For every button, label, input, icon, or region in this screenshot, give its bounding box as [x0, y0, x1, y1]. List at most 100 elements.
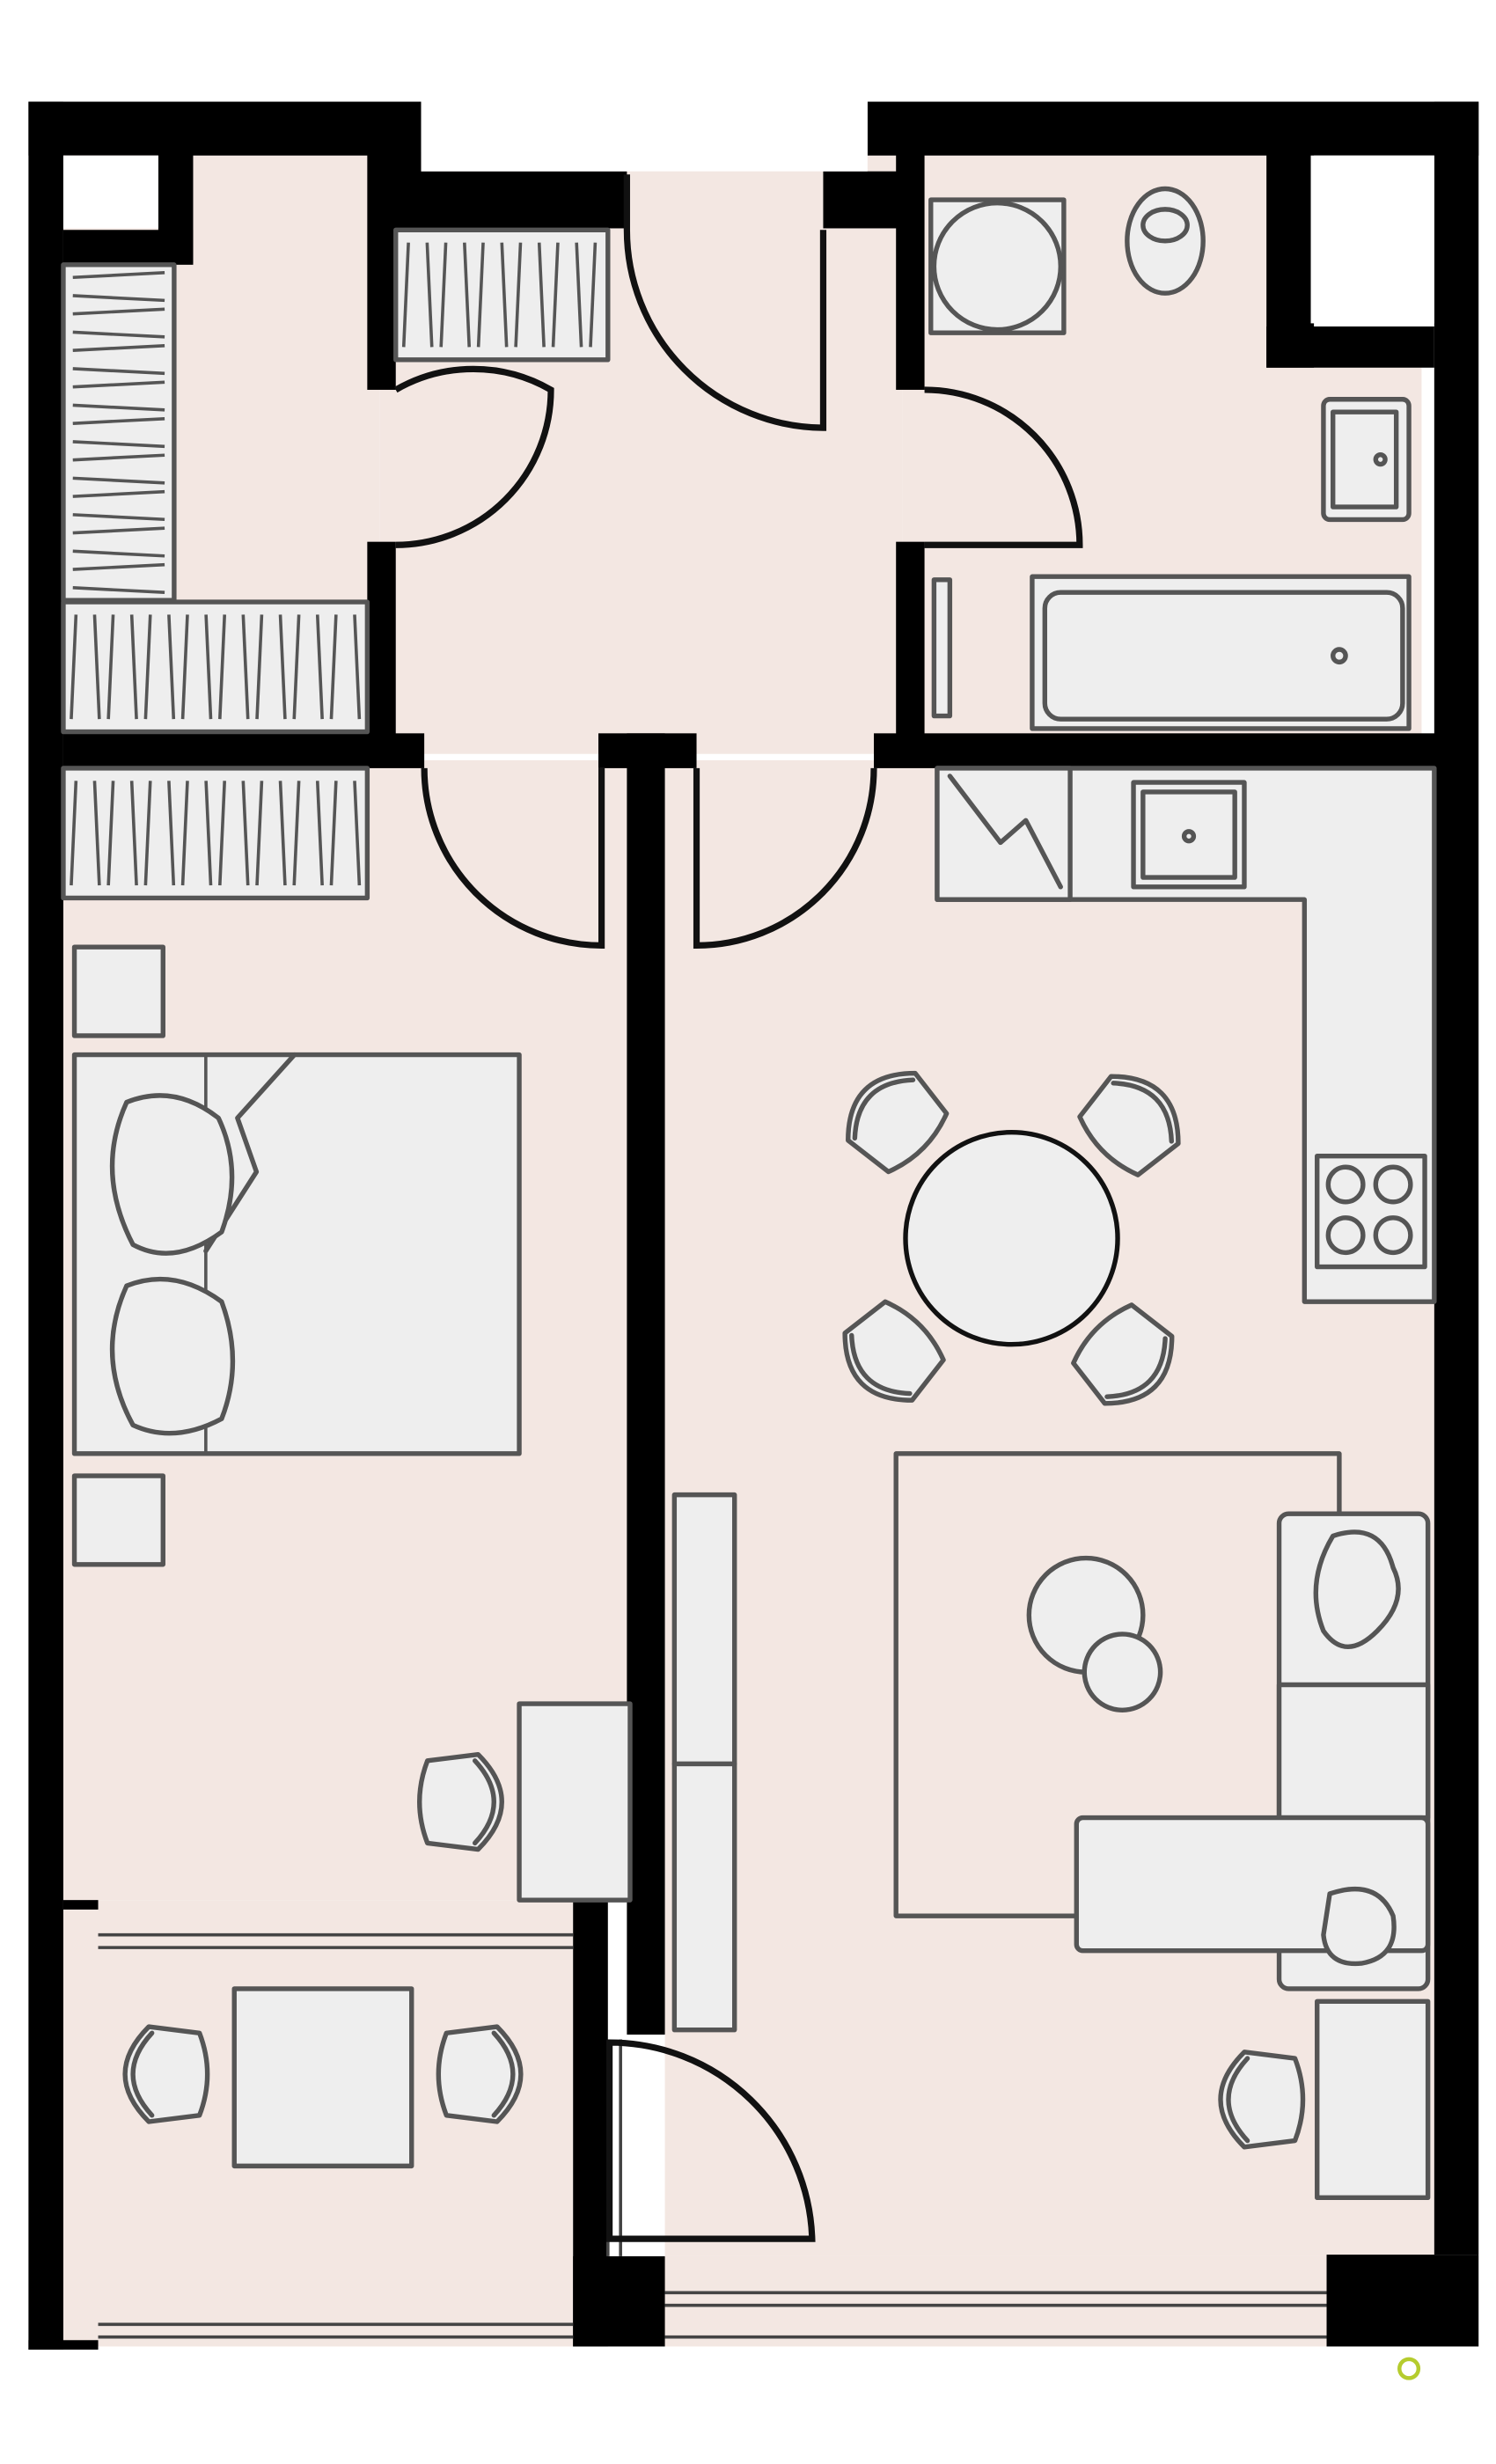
outer-wall-bottom-left [28, 2340, 99, 2350]
wardrobe-hall-left-hanger [72, 586, 165, 595]
door-closet [393, 365, 554, 548]
door-living [693, 767, 877, 949]
dining-chair-4-back [1104, 1336, 1168, 1399]
wardrobe-hall-left-hanger [72, 526, 165, 535]
wall-hall-left-lower [367, 541, 396, 760]
desk-chair-bedroom [417, 1751, 504, 1852]
wardrobe-bedroom-hanger [167, 781, 176, 886]
wardrobe-hall-left-body [61, 262, 177, 603]
wall-hall-entry-left [392, 171, 627, 229]
dining-chair-2-back [1111, 1081, 1174, 1144]
kitchen-sink-drain [1181, 829, 1197, 844]
wall-horizontal-left [62, 733, 425, 768]
wardrobe-bedroom-hanger [329, 781, 338, 886]
furniture [61, 186, 1437, 2201]
wall-bath-left-lower [896, 541, 925, 760]
desk-bedroom [517, 1701, 633, 1903]
wardrobe-hall-bottom-hanger [329, 614, 338, 720]
door-bedroom [421, 767, 605, 949]
wardrobe-hall-bottom-hanger [70, 614, 78, 720]
doors [393, 174, 1083, 2242]
wardrobe-hall-left-hanger [72, 513, 165, 522]
wall-hall-left-upper [367, 152, 396, 390]
outer-wall-top-left [28, 101, 422, 156]
dining-chair-2 [1077, 1074, 1181, 1177]
desk-living [1315, 1998, 1431, 2201]
wardrobe-bedroom-hanger [353, 781, 362, 886]
wardrobe-hall-left-hanger [72, 380, 165, 389]
wardrobe-bedroom-hanger [255, 781, 264, 886]
small-circle-marker-icon [1397, 2357, 1421, 2380]
outer-wall-top-right [867, 101, 1479, 156]
door-bathroom [924, 386, 1083, 548]
dining-chair-4-seat [1071, 1302, 1175, 1406]
wardrobe-bedroom-hanger [278, 781, 287, 886]
balcony-table [231, 1986, 414, 2169]
wardrobe-hall-left-hanger [72, 453, 165, 462]
wall-partition-balcony-bottom [573, 2255, 665, 2347]
bathroom-sink-basin [1331, 409, 1399, 510]
wardrobe-bedroom-hanger [70, 781, 78, 886]
wardrobe-hall-bottom-hanger [106, 614, 115, 720]
desk-chair-bedroom-back [472, 1758, 496, 1846]
dining-chair-4 [1071, 1302, 1175, 1406]
outer-wall-left [28, 101, 63, 2350]
wardrobe-hall-top-hanger [401, 242, 410, 348]
wardrobe-hall-left-hanger [72, 440, 165, 449]
dining-chair-3-back [849, 1332, 913, 1397]
wardrobe-hall-top-hanger [476, 242, 485, 348]
entry-opening [421, 101, 868, 172]
balcony-chair-right [436, 2024, 524, 2124]
dining-table [903, 1129, 1120, 1347]
shafts [62, 101, 1434, 324]
wardrobe-hall-left-hanger [72, 271, 165, 280]
wardrobe-hall-top-hanger [514, 242, 523, 348]
wardrobe-hall-left-hanger [72, 403, 165, 412]
wardrobe-hall-top-hanger [589, 242, 598, 348]
wardrobe-hall-bottom-hanger [255, 614, 264, 720]
pillow-1 [109, 1093, 235, 1256]
desk-chair-living-seat [1218, 2050, 1306, 2150]
cushion-1 [1313, 1529, 1401, 1650]
wardrobe-hall-left-hanger [72, 476, 165, 485]
coffee-table-small [1082, 1632, 1163, 1712]
wardrobe-hall-bottom-hanger [167, 614, 176, 720]
wall-bedroom-living [627, 733, 665, 2035]
kitchen-sink [1131, 780, 1247, 890]
wall-hall-entry-right [823, 171, 899, 229]
wall-balcony-right-end [1326, 2255, 1479, 2347]
nightstand-top [71, 944, 165, 1038]
wardrobe-hall-left-hanger [72, 344, 165, 352]
dining-chair-3 [842, 1299, 946, 1403]
wardrobe-hall-bottom-hanger [143, 614, 152, 720]
wardrobe-bedroom-hanger [106, 781, 115, 886]
kitchen-sink-basin [1140, 789, 1237, 880]
wall-bath-niche-bottom [1266, 326, 1434, 368]
tv-cabinet-lower [671, 1761, 737, 2033]
tv-cabinet-upper [671, 1492, 737, 1767]
desk-chair-bedroom-seat [417, 1751, 504, 1852]
shaft-right [1310, 155, 1434, 324]
nightstand-bottom [71, 1473, 165, 1567]
wardrobe-hall-top-hanger [439, 242, 448, 348]
wardrobe-bedroom-hanger [92, 781, 101, 886]
desk-chair-living [1218, 2050, 1306, 2150]
wardrobe-bedroom-hanger [315, 781, 324, 886]
cooktop-burner-4 [1373, 1215, 1413, 1256]
wardrobe-hall-left [61, 262, 177, 603]
bathroom-sink [1321, 397, 1412, 523]
windows [98, 1932, 1327, 2339]
balcony-chair-right-back [491, 2030, 516, 2118]
outer-wall-right [1434, 101, 1479, 2255]
dining-chair-1-seat [846, 1070, 950, 1175]
wardrobe-hall-top-hanger [425, 242, 434, 348]
wardrobe-hall-bottom-hanger [278, 614, 287, 720]
wardrobe-bedroom-hanger [129, 781, 138, 886]
wardrobe-hall-top-hanger [463, 242, 472, 348]
wardrobe-bedroom-hanger [218, 781, 227, 886]
bathroom-sink-drain [1373, 452, 1388, 467]
wardrobe-hall-bottom-hanger [180, 614, 189, 720]
wall-closet-top-box [62, 230, 194, 265]
wardrobe-hall-left-hanger [72, 562, 165, 571]
